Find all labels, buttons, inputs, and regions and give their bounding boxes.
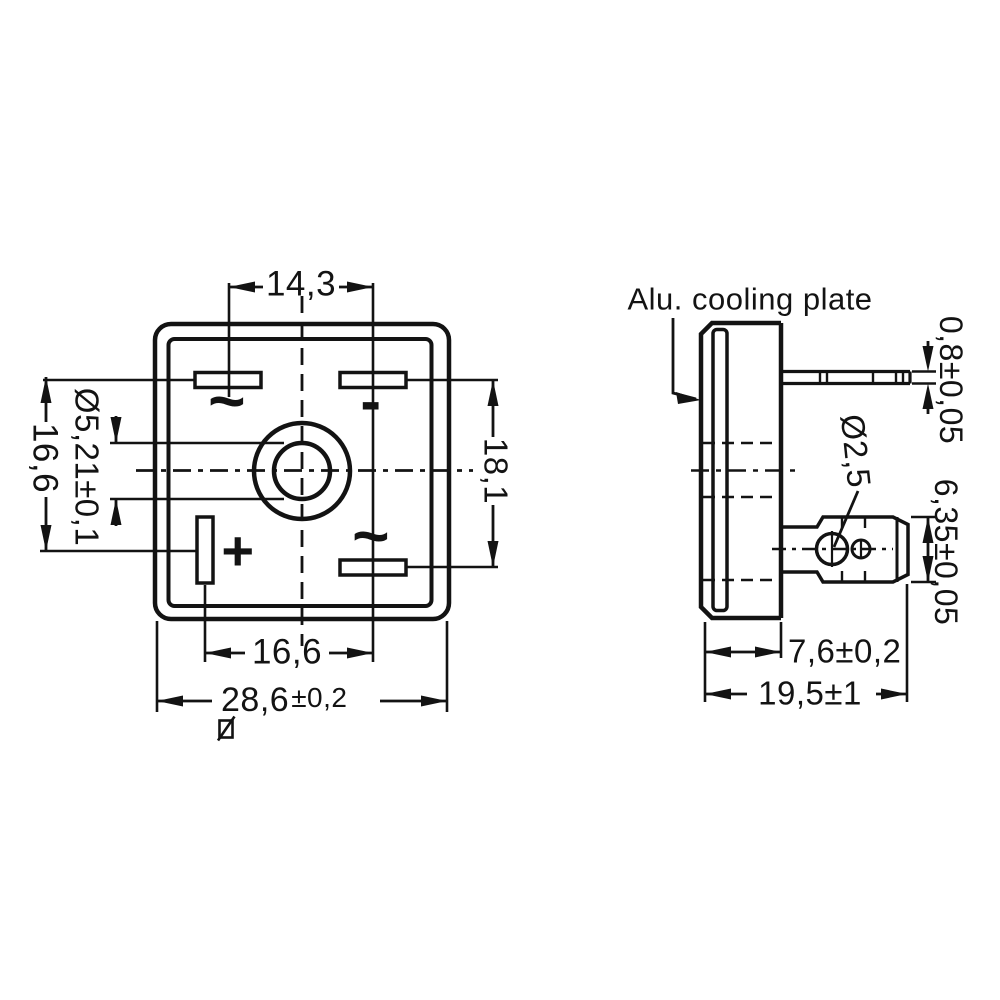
terminal-ac-bottom-symbol: ~ xyxy=(352,499,390,572)
dim-label-pin-spacing-bottom: 16,6 xyxy=(251,632,323,672)
side-view xyxy=(671,318,912,621)
side-hidden-lines xyxy=(703,441,777,582)
lug-hole-leader xyxy=(832,490,860,548)
cooling-plate-label: Alu. cooling plate xyxy=(627,281,873,317)
side-extension-lines xyxy=(703,370,936,702)
dim-label-lug-hole: Ø2,5 xyxy=(833,412,879,490)
terminal-ac-top-symbol: ~ xyxy=(208,364,246,437)
front-view xyxy=(136,296,473,646)
front-inner-body xyxy=(166,337,434,608)
dim-body-width-value: 28,6 xyxy=(221,681,290,719)
dim-label-pin-spacing-right: 18,1 xyxy=(477,437,515,505)
terminal-slot-plus xyxy=(195,515,215,585)
dim-label-pin-spacing-top: 14,3 xyxy=(265,264,337,304)
terminal-minus-symbol: - xyxy=(360,367,382,437)
dim-label-pin-spacing-left: 16,6 xyxy=(25,422,65,494)
front-extension-lines xyxy=(40,283,498,712)
front-dimension-lines xyxy=(40,281,499,707)
side-dimension-lines xyxy=(705,341,934,700)
dim-label-lug-height: 6,35±0,05 xyxy=(928,478,964,626)
terminal-lug xyxy=(781,515,910,584)
cooling-plate-face xyxy=(711,327,729,613)
dim-body-width-tolerance: ±0,2 xyxy=(291,682,348,713)
dim-label-tab-thickness: 0,8±0,05 xyxy=(933,315,969,445)
cooling-plate-leader xyxy=(671,318,701,404)
dim-label-overall-depth: 19,5±1 xyxy=(758,674,862,712)
dim-label-mounting-hole: Ø5,21±0,1 xyxy=(68,387,106,547)
faston-tab xyxy=(781,369,912,386)
dim-label-body-depth: 7,6±0,2 xyxy=(788,632,902,670)
terminal-plus-symbol: + xyxy=(221,518,255,582)
dim-label-body-width: 28,6 ±0,2 xyxy=(216,681,348,742)
